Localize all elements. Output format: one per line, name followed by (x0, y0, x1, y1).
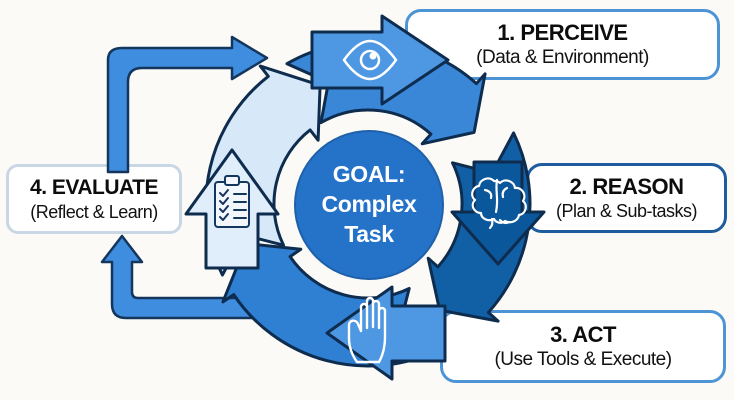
evaluate-subtitle: (Reflect & Learn) (30, 201, 158, 222)
hand-icon (347, 296, 387, 364)
act-title: 3. ACT (550, 321, 616, 347)
brain-icon (471, 177, 527, 230)
eye-icon (342, 39, 398, 81)
act-direction-arrow (325, 285, 447, 381)
evaluate-direction-arrow (184, 148, 280, 270)
elbow-arrow-evaluate-to-top (106, 35, 269, 174)
goal-line-3: Task (344, 220, 394, 247)
elbow-arrow-bottom-to-evaluate (100, 234, 304, 320)
reason-title: 2. REASON (569, 174, 684, 199)
stage-box-act: 3. ACT (Use Tools & Execute) (440, 310, 726, 383)
checklist-icon (214, 175, 250, 228)
stage-box-evaluate: 4. EVALUATE (Reflect & Learn) (6, 164, 182, 234)
act-subtitle: (Use Tools & Execute) (494, 349, 672, 371)
perceive-subtitle: (Data & Environment) (476, 47, 649, 69)
goal-label: GOAL: Complex Task (321, 160, 416, 250)
goal-line-2: Complex (321, 191, 417, 218)
arc-right-reason (426, 131, 532, 323)
stage-box-reason: 2. REASON (Plan & Sub-tasks) (526, 163, 727, 233)
stage-box-perceive: 1. PERCEIVE (Data & Environment) (405, 9, 720, 80)
goal-line-1: GOAL: (332, 161, 406, 188)
goal-circle: GOAL: Complex Task (294, 130, 444, 280)
reason-subtitle: (Plan & Sub-tasks) (555, 201, 698, 222)
evaluate-title: 4. EVALUATE (30, 175, 158, 199)
perceive-title: 1. PERCEIVE (497, 19, 628, 45)
